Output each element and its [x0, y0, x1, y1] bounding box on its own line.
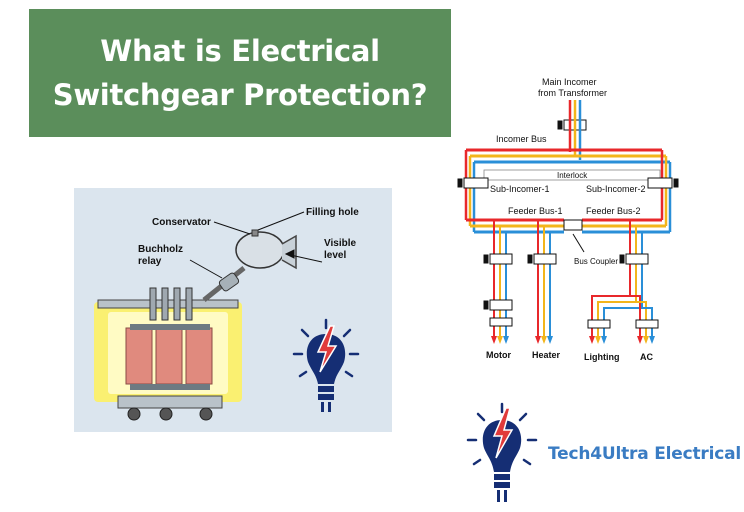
label-feeder-bus-2: Feeder Bus-2: [586, 206, 641, 216]
filling-hole-cap: [251, 229, 259, 237]
coils: [125, 324, 213, 390]
wheels: [127, 407, 213, 421]
title-banner: What is Electrical Switchgear Protection…: [29, 9, 451, 137]
label-incomer-bus: Incomer Bus: [496, 134, 547, 144]
label-visible-2: level: [324, 250, 346, 261]
label-filling-hole: Filling hole: [306, 207, 359, 218]
buchholz-relay-body: [218, 272, 240, 292]
bushings: [149, 287, 193, 321]
tank-base: [117, 395, 223, 409]
leader-lines: [189, 211, 323, 279]
label-main-incomer-1: Main Incomer: [542, 77, 597, 87]
label-visible-1: Visible: [324, 238, 356, 249]
sub-incomer-1-breaker: [463, 177, 489, 189]
label-heater: Heater: [532, 350, 561, 360]
label-motor: Motor: [486, 350, 511, 360]
label-interlock: Interlock: [557, 171, 588, 180]
label-buchholz-2: relay: [138, 256, 162, 267]
label-lighting: Lighting: [584, 352, 620, 362]
switchgear-diagram: Main Incomer from Transformer Incomer Bu…: [457, 77, 679, 362]
title-line-1: What is Electrical: [100, 34, 380, 68]
label-main-incomer-2: from Transformer: [538, 88, 607, 98]
label-buchholz-1: Buchholz: [138, 244, 183, 255]
conservator-tank: [235, 231, 285, 269]
bus-coupler-breaker: [563, 219, 583, 231]
label-conservator: Conservator: [152, 217, 211, 228]
label-feeder-bus-1: Feeder Bus-1: [508, 206, 563, 216]
label-sub-incomer-1: Sub-Incomer-1: [490, 184, 550, 194]
sub-incomer-2-breaker: [647, 177, 673, 189]
title-line-2: Switchgear Protection?: [52, 78, 428, 112]
lightbulb-plug-icon: [292, 318, 360, 412]
label-sub-incomer-2: Sub-Incomer-2: [586, 184, 646, 194]
label-ac: AC: [640, 352, 653, 362]
transformer-diagram: Conservator Filling hole Buchholz relay …: [74, 188, 392, 432]
brand-logo-icon: [466, 402, 538, 502]
main-incomer-breaker: [557, 119, 587, 131]
label-bus-coupler: Bus Coupler: [574, 257, 618, 266]
brand-name: Tech4Ultra Electrical: [548, 444, 741, 464]
